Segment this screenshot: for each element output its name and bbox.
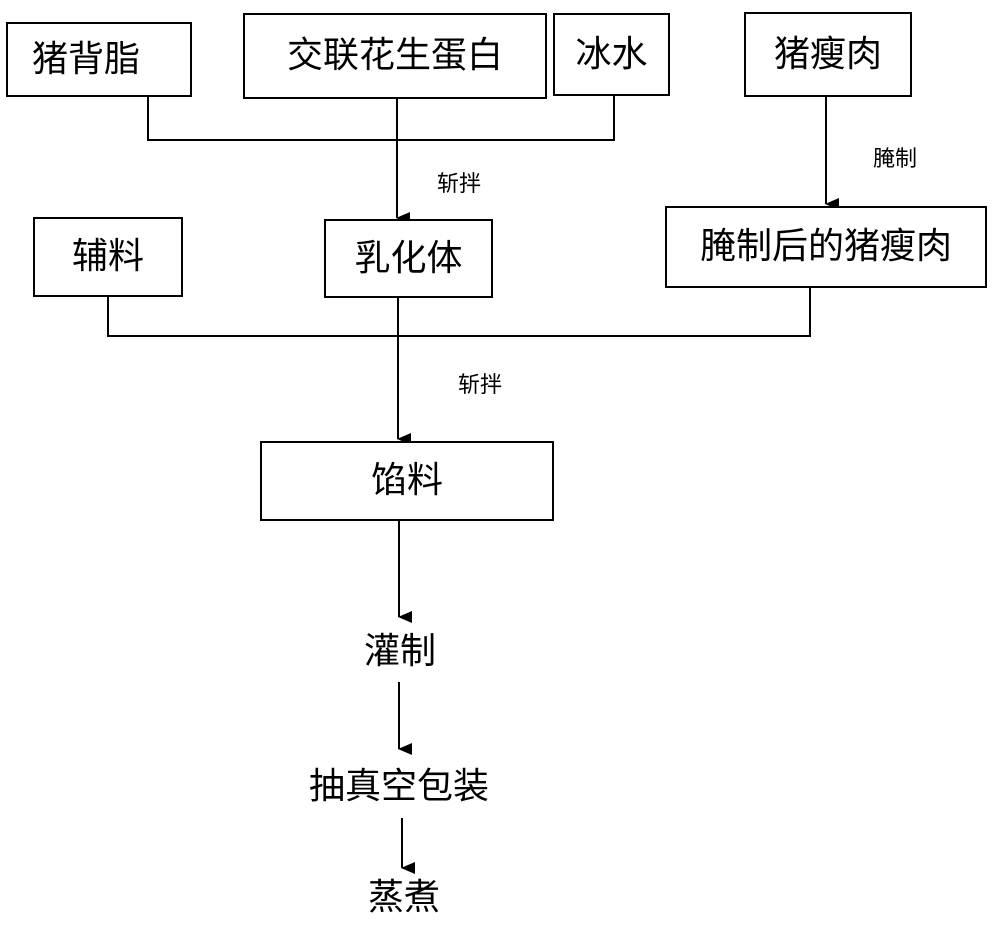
- edge-label-chop-2: 斩拌: [458, 373, 503, 398]
- node-peanut-protein: 交联花生蛋白: [243, 13, 547, 99]
- node-ice-water-label: 冰水: [575, 33, 648, 75]
- node-lean-pork: 猪瘦肉: [744, 12, 912, 97]
- edge-label-chop-1: 斩拌: [437, 172, 482, 197]
- node-emulsion-label: 乳化体: [354, 237, 463, 279]
- step-stuffing: 灌制: [363, 631, 437, 672]
- node-accessories: 辅料: [33, 217, 183, 297]
- node-pork-fat-label: 猪背脂: [32, 38, 141, 80]
- node-lean-pork-label: 猪瘦肉: [773, 33, 882, 75]
- node-cured-lean-pork: 腌制后的猪瘦肉: [665, 206, 987, 288]
- edge-label-curing: 腌制: [873, 147, 918, 172]
- node-pork-fat: 猪背脂: [6, 22, 192, 97]
- step-vacuum-packing: 抽真空包装: [308, 766, 490, 807]
- node-peanut-protein-label: 交联花生蛋白: [286, 35, 503, 76]
- node-filling: 馅料: [260, 441, 554, 521]
- merge-line-accessories-cured: [107, 288, 811, 337]
- node-ice-water: 冰水: [553, 13, 670, 96]
- node-emulsion: 乳化体: [324, 219, 493, 298]
- node-cured-lean-pork-label: 腌制后的猪瘦肉: [699, 226, 952, 267]
- merge-line-fat-water: [147, 96, 615, 141]
- step-steaming: 蒸煮: [367, 877, 441, 918]
- node-filling-label: 馅料: [370, 460, 443, 501]
- node-accessories-label: 辅料: [71, 236, 144, 277]
